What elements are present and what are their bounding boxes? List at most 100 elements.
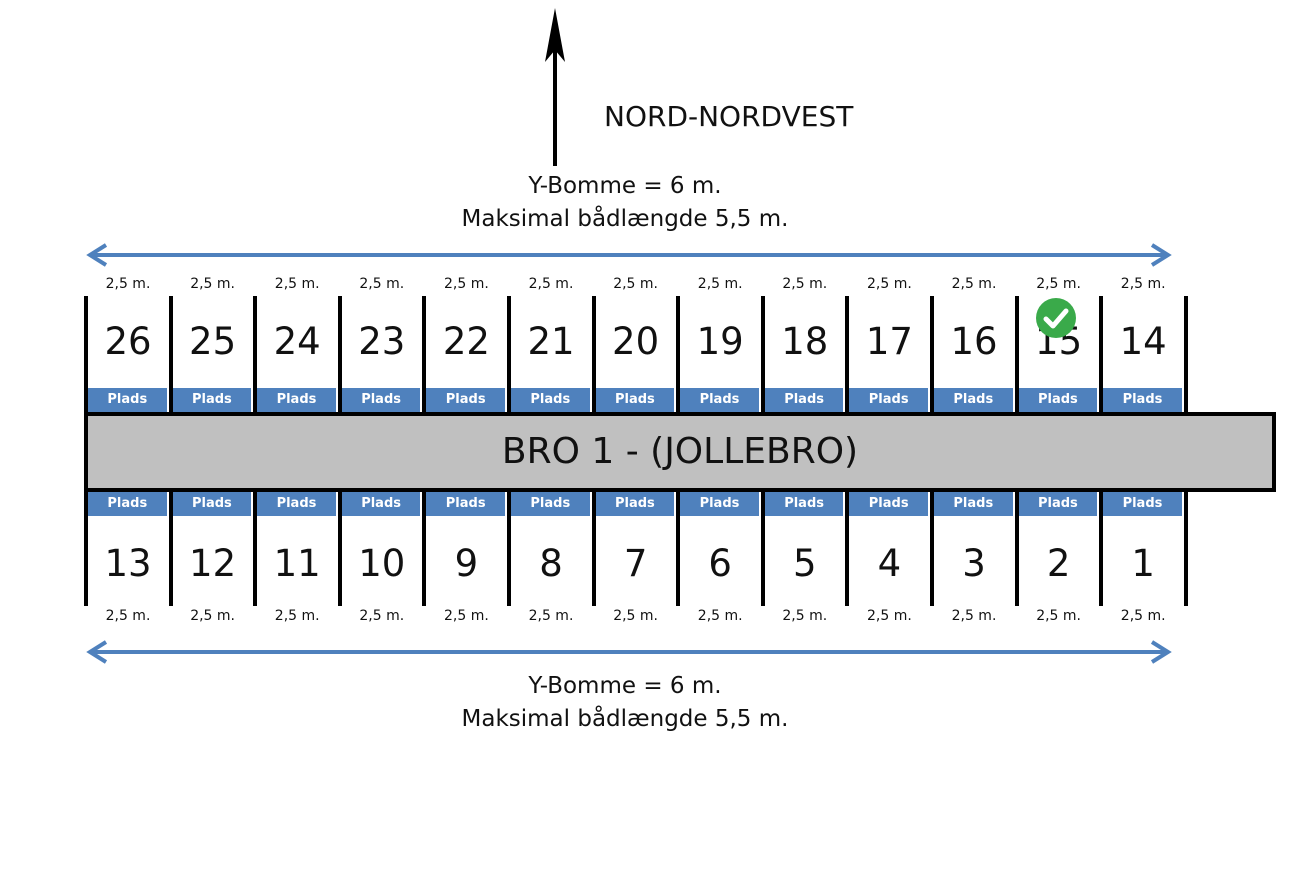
slip-divider-post (253, 490, 258, 606)
slip-width-label: 2,5 m. (274, 276, 320, 292)
slip-width-label: 2,5 m. (697, 608, 743, 624)
plads-label: Plads (172, 492, 252, 516)
slip-width-label: 2,5 m. (613, 276, 658, 292)
slip-number: 5 (793, 542, 817, 585)
slip-number: 11 (273, 542, 321, 585)
plads-label: Plads (1103, 492, 1182, 516)
plads-label: Plads (511, 492, 590, 516)
slip-width-label: 2,5 m. (866, 608, 912, 624)
direction-label: NORD-NORDVEST (604, 100, 854, 133)
top-boom-length: Y-Bomme = 6 m. (528, 173, 722, 199)
slip-divider-post (676, 296, 681, 412)
slip-divider-post (1014, 296, 1019, 412)
plads-label: Plads (849, 492, 928, 516)
pier: BRO 1 - (JOLLEBRO) (84, 412, 1276, 492)
slip-number: 21 (527, 320, 575, 363)
plads-label: Plads (257, 492, 336, 516)
plads-label: Plads (88, 388, 167, 412)
slip-width-label: 2,5 m. (866, 276, 912, 292)
slip-divider-post (168, 296, 173, 412)
slip-number: 12 (189, 542, 237, 585)
slip-width-label: 2,5 m. (105, 608, 151, 624)
slip-divider-post (253, 296, 258, 412)
slip-number: 26 (104, 320, 152, 363)
slip-number: 20 (612, 320, 660, 363)
bottom-max-boat-length: Maksimal bådlængde 5,5 m. (461, 706, 789, 732)
slip-divider-post (84, 296, 88, 412)
plads-label: Plads (934, 388, 1013, 412)
plads-label: Plads (849, 388, 928, 412)
slip-width-label: 2,5 m. (951, 276, 997, 292)
slip-number: 19 (696, 320, 744, 363)
plads-label: Plads (511, 388, 590, 412)
slip-divider-post (337, 490, 342, 606)
slip-divider-post (507, 490, 511, 606)
slip-divider-post (591, 490, 596, 606)
slip-width-label: 2,5 m. (613, 608, 658, 624)
slip-number: 3 (962, 542, 986, 585)
slip-6[interactable]: 2,5 m. 6 Plads (676, 490, 761, 640)
slip-number: 2 (1046, 542, 1071, 585)
slip-width-label: 2,5 m. (443, 276, 489, 292)
slip-width-label: 2,5 m. (359, 608, 405, 624)
slip-width-label: 2,5 m. (528, 276, 574, 292)
slip-width-label: 2,5 m. (105, 276, 151, 292)
slip-divider-post (507, 296, 511, 412)
slip-divider-post (760, 296, 765, 412)
slip-number: 10 (358, 542, 406, 585)
check-circle-icon (1036, 298, 1076, 338)
plads-label: Plads (595, 388, 675, 412)
plads-label: Plads (680, 492, 759, 516)
slip-divider-post (591, 296, 596, 412)
slip-width-label: 2,5 m. (697, 276, 743, 292)
slip-7[interactable]: 2,5 m. 7 Plads (591, 490, 677, 640)
slip-10[interactable]: 2,5 m. 10 Plads (337, 490, 423, 640)
slip-divider-post (930, 296, 934, 412)
slip-number: 7 (623, 542, 648, 585)
slip-8[interactable]: 2,5 m. 8 Plads (507, 490, 592, 640)
slip-number: 25 (189, 320, 237, 363)
slip-divider-post (676, 490, 681, 606)
plads-label: Plads (1103, 388, 1182, 412)
plads-label: Plads (426, 388, 505, 412)
slip-divider-post (422, 490, 427, 606)
slip-width-label: 2,5 m. (951, 608, 997, 624)
plads-label: Plads (934, 492, 1013, 516)
slip-width-label: 2,5 m. (782, 608, 828, 624)
slip-number: 8 (539, 542, 563, 585)
plads-label: Plads (1018, 492, 1098, 516)
plads-label: Plads (341, 492, 421, 516)
slip-divider-post (845, 490, 850, 606)
plads-label: Plads (88, 492, 167, 516)
plads-label: Plads (595, 492, 675, 516)
slip-divider-post (930, 490, 934, 606)
slip-number: 6 (708, 542, 732, 585)
slip-divider-post (422, 296, 427, 412)
slip-width-label: 2,5 m. (1036, 276, 1081, 292)
slip-divider-post (1099, 296, 1104, 412)
slip-3[interactable]: 2,5 m. 3 Plads (930, 490, 1015, 640)
slip-width-label: 2,5 m. (528, 608, 574, 624)
plads-label: Plads (680, 388, 759, 412)
